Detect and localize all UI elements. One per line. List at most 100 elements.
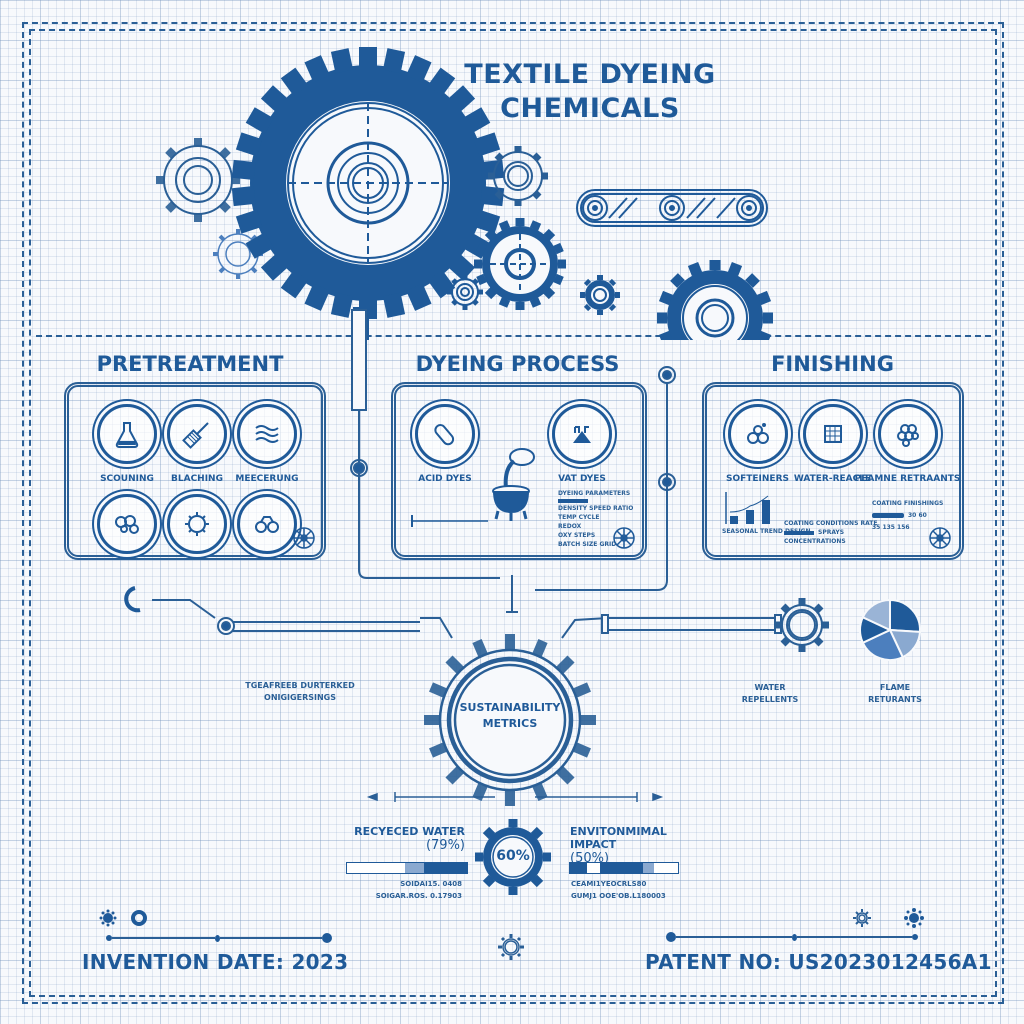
outline-gear-icon: [488, 146, 548, 206]
pretreatment-panel: [64, 382, 326, 560]
item-label: WATER-REACLE: [793, 474, 872, 484]
bar-empty: [587, 863, 601, 873]
flow-left-label: TGEAFREEB DURTERKED ONIGIGERSINGS: [240, 680, 360, 704]
bar-empty: [654, 863, 678, 873]
pretreatment-item-4[interactable]: [92, 494, 162, 554]
link-rings-icon: [237, 494, 297, 554]
pretreatment-item-mercerizing[interactable]: MEECERUNG: [232, 404, 302, 484]
center-metric-value: 60%: [496, 848, 530, 864]
molecule-icon: [727, 404, 788, 464]
finishing-notes-left: COATING CONDITIONS RATE SPRAYS CONCENTRA…: [784, 520, 877, 545]
recycled-water-metric: RECYECED WATER (79%): [345, 825, 465, 853]
capsule-icon: [415, 404, 475, 464]
note: DENSITY SPEED RATIO: [558, 505, 634, 512]
title-line-1: TEXTILE DYEING: [464, 59, 716, 90]
sustainability-title: SUSTAINABILITY METRICS: [455, 700, 565, 732]
note: BATCH SIZE GRID: [558, 541, 617, 548]
flask-icon: [97, 404, 157, 464]
pie-slice: [861, 628, 905, 661]
recycled-water-bar: [346, 862, 468, 874]
environmental-impact-bar: [569, 862, 679, 874]
inner-dashed-border: [29, 29, 997, 997]
item-label: BLACHING: [171, 474, 223, 484]
environmental-impact-metric: ENVITONMIMAL IMPACT (50%): [570, 825, 710, 866]
page-title: TEXTILE DYEING CHEMICALS: [440, 58, 740, 126]
note: OXY STEPS: [558, 532, 596, 539]
water-repellents-label: WATER REPELLENTS: [720, 682, 820, 706]
pretreatment-item-bleaching[interactable]: BLACHING: [162, 404, 232, 484]
invention-date: INVENTION DATE: 2023: [82, 950, 349, 974]
patent-number: PATENT NO: US2023012456A1: [645, 950, 992, 974]
right-gear-icon: [657, 260, 773, 340]
bottom-gear-icon: [498, 934, 524, 960]
dyeing-panel: [391, 382, 647, 560]
fan-icon: [929, 527, 951, 549]
pretreatment-grid: SCOUNING BLACHING MEECERUNG: [92, 404, 302, 554]
note: REDOX: [558, 523, 582, 530]
item-label: ACID DYES: [418, 474, 472, 484]
grid-panel-icon: [802, 404, 863, 464]
title-line-2: CHEMICALS: [500, 93, 680, 124]
finishing-item-softeners[interactable]: SOFTEINERS: [720, 404, 795, 484]
label-line-2: REPELLENTS: [741, 695, 799, 704]
outline-gear-icon: [156, 138, 240, 222]
item-label: MEECERUNG: [235, 474, 299, 484]
brush-icon: [167, 404, 227, 464]
finishing-grid: SOFTEINERS WATER-REACLE PEAMNE RETRAANTS: [720, 404, 960, 484]
sun-gear-icon: [167, 494, 227, 554]
recycled-water-sub: SOIDAI15. 0408 SOIGAR.ROS. 0.17903: [346, 878, 462, 902]
footer-right-timeline: [666, 932, 918, 942]
pretreatment-item-scouring[interactable]: SCOUNING: [92, 404, 162, 484]
sub-text: SOIDAI15. 0408: [400, 880, 462, 888]
flow-left-label-line-1: TGEAFREEB DURTERKED: [245, 681, 355, 690]
outer-dashed-border: [22, 22, 1004, 1004]
sustainability-title-line-2: METRICS: [482, 717, 538, 730]
note: TEMP CYCLE: [558, 514, 600, 521]
dyeing-item-acid-dyes[interactable]: ACID DYES: [410, 404, 480, 484]
metrics-arrow-line: [366, 792, 664, 802]
bar-fill: [423, 863, 467, 873]
note-bar: [558, 499, 588, 503]
finishing-item-water-repellent[interactable]: WATER-REACLE: [793, 404, 872, 484]
timeline-dot: [666, 932, 676, 942]
bar-fill: [600, 863, 644, 873]
bar-partial: [643, 863, 655, 873]
timeline-line: [676, 936, 792, 938]
dyeing-item-vat-dyes[interactable]: VAT DYES: [547, 404, 617, 484]
item-label: VAT DYES: [558, 474, 606, 484]
timeline-dot: [912, 934, 918, 940]
pretreatment-title: PRETREATMENT: [96, 352, 284, 376]
footer-right-icons: [853, 908, 924, 928]
dyeing-notes: DYEING PARAMETERS DENSITY SPEED RATIO TE…: [558, 490, 633, 548]
note: CONCENTRATIONS: [784, 538, 846, 545]
timeline-line: [796, 936, 912, 938]
sub-text: SOIGAR.ROS. 0.17903: [375, 892, 462, 900]
footer-left-timeline: [106, 933, 332, 943]
conveyor-belt-icon: [576, 189, 768, 227]
item-label: SCOUNING: [100, 474, 154, 484]
section-divider: [36, 335, 991, 337]
hexagon-cluster-icon: [877, 404, 938, 464]
molecule-icon: [97, 494, 157, 554]
tiny-gear-icon: [447, 274, 483, 310]
pie-slice: [861, 598, 891, 632]
crosshair-gear-icon: [474, 218, 566, 310]
dyeing-title: DYEING PROCESS: [415, 352, 620, 376]
pretreatment-item-5[interactable]: [162, 494, 232, 554]
timeline-dot: [214, 934, 220, 942]
pretreatment-item-6[interactable]: [232, 494, 302, 554]
timeline-dot: [106, 935, 112, 941]
pie-chart: [859, 598, 922, 661]
note: 35 135 156: [872, 524, 910, 531]
finishing-item-flame-retardants[interactable]: PEAMNE RETRAANTS: [855, 404, 960, 484]
pie-slice: [889, 598, 921, 633]
note-bar: [784, 530, 814, 535]
timeline-line: [112, 937, 215, 939]
sustainability-gear-icon: [424, 634, 596, 806]
timeline-dot: [791, 933, 797, 941]
timeline-dot: [322, 933, 332, 943]
fan-icon: [293, 527, 315, 549]
metric-label: ENVITONMIMAL IMPACT: [570, 825, 667, 851]
chart-caption: SEASONAL TREND DESIGN: [722, 528, 811, 535]
outline-gear-icon: [775, 598, 829, 652]
